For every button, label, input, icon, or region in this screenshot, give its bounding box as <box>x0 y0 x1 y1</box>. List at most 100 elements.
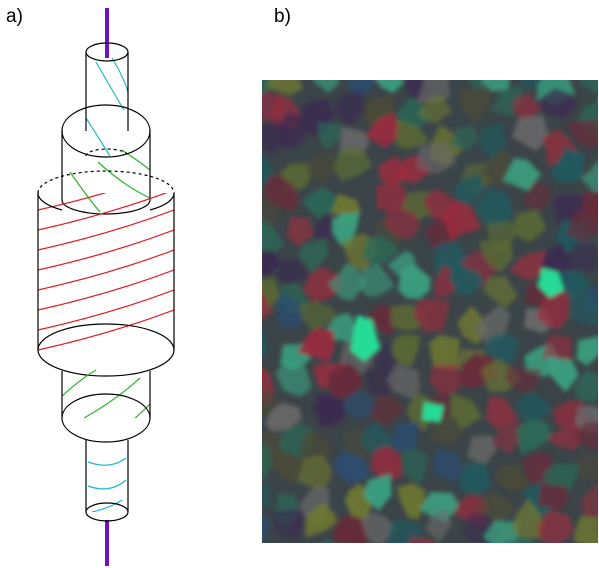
helix-line <box>97 161 150 199</box>
grain <box>546 356 579 393</box>
helix-line <box>111 57 128 93</box>
grain <box>265 80 303 96</box>
grain <box>364 362 398 397</box>
grain <box>262 219 284 260</box>
grain <box>362 235 400 267</box>
bright-grain <box>538 268 564 298</box>
grain <box>264 402 302 432</box>
helix-line <box>38 289 174 331</box>
grain <box>321 537 331 543</box>
grain <box>457 87 491 124</box>
grain <box>386 364 421 399</box>
helix-line <box>38 269 174 311</box>
grain <box>433 447 463 483</box>
grain <box>565 209 598 244</box>
helix-line <box>87 479 127 490</box>
grain <box>573 370 598 402</box>
grain <box>262 250 281 277</box>
grain <box>287 216 314 247</box>
grain <box>515 417 553 454</box>
grain <box>297 327 335 362</box>
grain <box>409 536 435 543</box>
grain <box>342 390 379 418</box>
grain <box>511 94 542 124</box>
grain <box>301 98 335 137</box>
grain <box>596 526 598 529</box>
grain <box>378 155 412 189</box>
grain <box>297 454 332 492</box>
grain <box>479 240 514 273</box>
grain <box>328 262 367 302</box>
grain <box>573 421 598 451</box>
grain <box>450 393 483 430</box>
grain <box>485 395 517 430</box>
grain <box>301 187 338 219</box>
grain <box>262 482 272 509</box>
grain <box>391 421 419 455</box>
helix-line <box>134 403 150 418</box>
grain <box>303 266 343 302</box>
helix-line <box>38 193 107 211</box>
grain <box>491 417 522 454</box>
grain <box>402 447 428 485</box>
helix-line <box>38 193 168 231</box>
grain <box>550 147 585 182</box>
grain <box>573 516 598 543</box>
grain <box>383 209 421 239</box>
helix-line <box>38 229 174 271</box>
grain <box>537 483 569 511</box>
grain <box>327 363 363 399</box>
grain <box>333 147 373 181</box>
grain <box>262 290 273 320</box>
grain <box>506 541 514 543</box>
lower-medium-cylinder <box>61 369 151 443</box>
helix-line <box>91 499 123 512</box>
bright-grain <box>422 402 444 422</box>
central-helix <box>38 193 174 351</box>
grain <box>425 507 452 543</box>
grain <box>481 80 510 92</box>
grain <box>419 491 459 523</box>
helix-line <box>38 209 174 251</box>
grain <box>272 508 307 540</box>
grain <box>536 289 569 330</box>
grain <box>495 465 530 492</box>
lower-medium-helix <box>62 369 150 418</box>
helix-line <box>95 61 125 111</box>
grain <box>262 330 269 355</box>
grain <box>428 415 465 445</box>
grain <box>262 445 273 481</box>
grain <box>448 264 485 297</box>
grain <box>450 126 479 151</box>
helix-line <box>38 309 174 351</box>
grain <box>375 80 408 93</box>
grain <box>297 238 329 272</box>
grain <box>483 520 520 543</box>
grain <box>332 212 360 248</box>
helix-line <box>86 117 111 156</box>
bright-grain <box>350 315 380 362</box>
helix-line <box>62 369 97 397</box>
grain <box>580 484 598 519</box>
grain <box>467 435 497 467</box>
grain <box>539 88 579 119</box>
grain <box>523 181 551 211</box>
grain <box>568 289 598 327</box>
panel-b-label: b) <box>274 6 291 27</box>
grain-micrograph <box>262 80 598 543</box>
grain <box>546 426 583 451</box>
grain <box>396 482 426 520</box>
grain <box>511 498 544 539</box>
grain <box>576 335 598 366</box>
grain <box>370 395 405 426</box>
grain <box>480 149 511 186</box>
grain <box>360 512 397 543</box>
grain <box>511 115 550 151</box>
grain <box>391 333 421 366</box>
grain <box>564 242 598 275</box>
grain <box>412 298 451 332</box>
grain <box>459 462 492 496</box>
grain <box>516 390 552 425</box>
grain <box>596 237 598 243</box>
grain <box>365 113 403 149</box>
